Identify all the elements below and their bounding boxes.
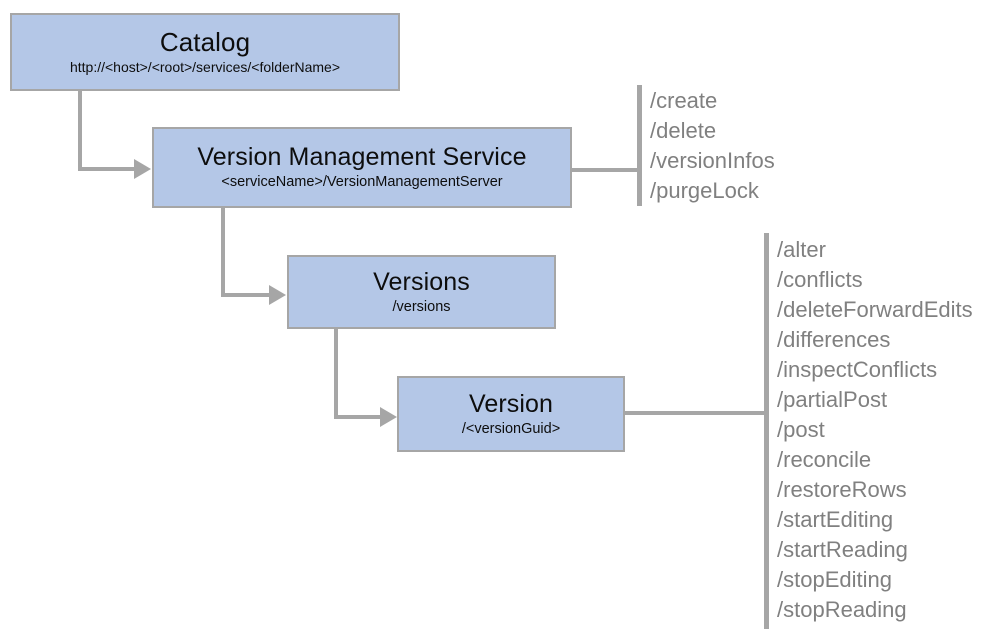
- connector-version-to-endpoints: [624, 411, 769, 415]
- connector-catalog-to-service-horizontal: [78, 167, 138, 171]
- endpoint-item[interactable]: /partialPost: [777, 387, 888, 412]
- endpoint-item[interactable]: /restoreRows: [777, 477, 907, 502]
- endpoint-item[interactable]: /alter: [777, 237, 826, 262]
- arrowhead-catalog-to-service: [134, 159, 151, 179]
- connector-catalog-to-service-vertical: [78, 90, 82, 171]
- endpoint-item[interactable]: /differences: [777, 327, 891, 352]
- node-version-management-service-title: Version Management Service: [197, 143, 527, 172]
- endpoint-item[interactable]: /post: [777, 417, 825, 442]
- arrowhead-service-to-versions: [269, 285, 286, 305]
- endpoint-item[interactable]: /startEditing: [777, 507, 894, 532]
- arrowhead-versions-to-version: [380, 407, 397, 427]
- node-version-management-service[interactable]: Version Management Service <serviceName>…: [152, 127, 572, 208]
- node-versions-title: Versions: [373, 267, 470, 296]
- node-version-path: /<versionGuid>: [461, 420, 561, 437]
- endpoint-item[interactable]: /inspectConflicts: [777, 357, 938, 382]
- node-versions-path: /versions: [392, 298, 451, 315]
- node-catalog-title: Catalog: [159, 27, 251, 58]
- connector-service-to-versions-vertical: [221, 207, 225, 297]
- connector-versions-to-version-vertical: [334, 328, 338, 419]
- node-version[interactable]: Version /<versionGuid>: [397, 376, 625, 452]
- endpoint-item[interactable]: /delete: [650, 118, 717, 143]
- endpoint-item[interactable]: /versionInfos: [650, 148, 775, 173]
- endpoint-item[interactable]: /conflicts: [777, 267, 863, 292]
- endpoint-item[interactable]: /purgeLock: [650, 178, 759, 203]
- endpoint-item[interactable]: /stopReading: [777, 597, 907, 622]
- node-version-title: Version: [468, 389, 554, 418]
- endpoint-list-version-operations: /alter /conflicts /deleteForwardEdits /d…: [777, 235, 973, 625]
- endpoint-list-service-operations: /create /delete /versionInfos /purgeLock: [650, 86, 775, 206]
- endpoint-item[interactable]: /deleteForwardEdits: [777, 297, 973, 322]
- node-versions[interactable]: Versions /versions: [287, 255, 556, 329]
- node-catalog[interactable]: Catalog http://<host>/<root>/services/<f…: [10, 13, 400, 91]
- node-catalog-path: http://<host>/<root>/services/<folderNam…: [69, 59, 341, 76]
- connector-service-to-endpoints: [572, 168, 642, 172]
- endpoint-spine-service: [637, 85, 642, 206]
- endpoint-spine-version: [764, 233, 769, 629]
- node-version-management-service-path: <serviceName>/VersionManagementServer: [221, 174, 503, 191]
- connector-service-to-versions-horizontal: [221, 293, 273, 297]
- endpoint-item[interactable]: /reconcile: [777, 447, 872, 472]
- endpoint-item[interactable]: /stopEditing: [777, 567, 892, 592]
- connector-versions-to-version-horizontal: [334, 415, 384, 419]
- endpoint-item[interactable]: /startReading: [777, 537, 908, 562]
- endpoint-item[interactable]: /create: [650, 88, 718, 113]
